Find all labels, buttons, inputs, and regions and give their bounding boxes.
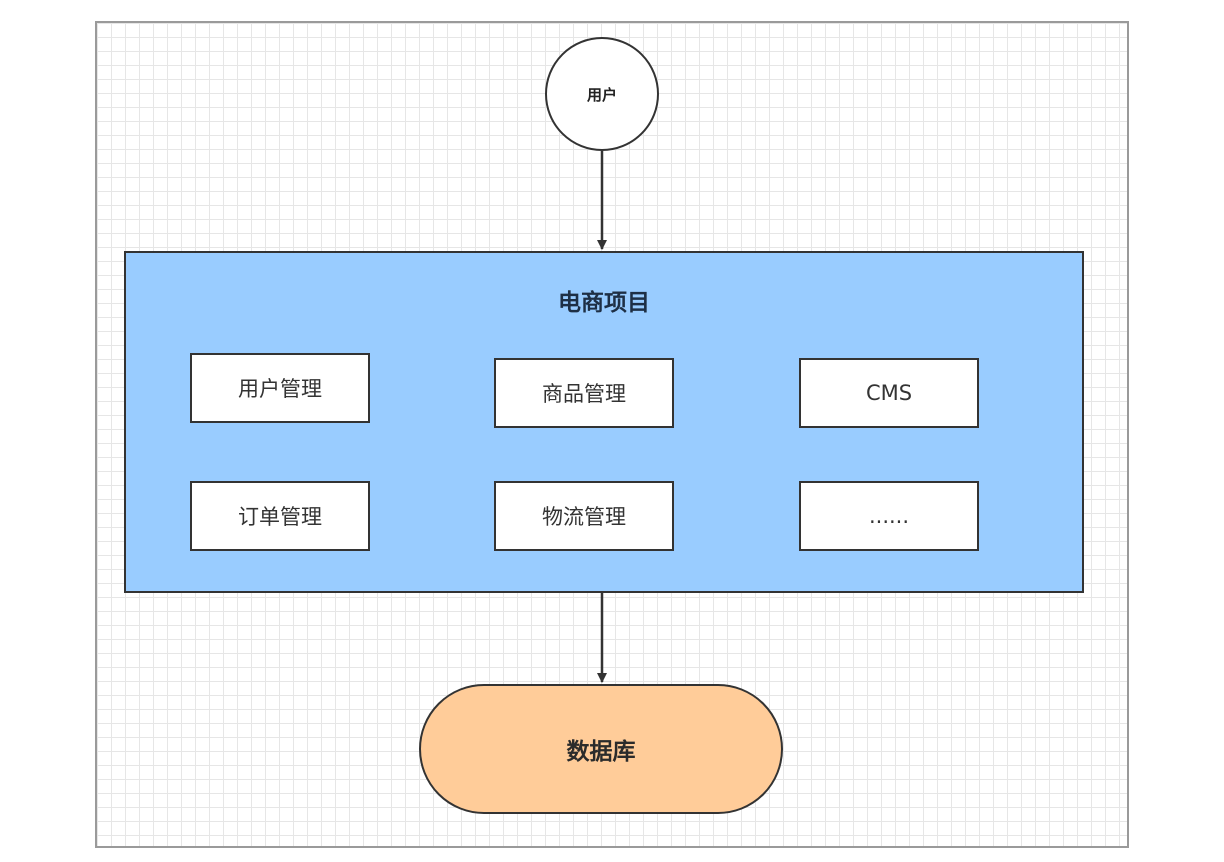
- module-user-management: 用户管理: [190, 353, 370, 423]
- user-node-label: 用户: [586, 85, 617, 104]
- module-order-management: 订单管理: [190, 481, 370, 551]
- module-label: 商品管理: [542, 382, 626, 406]
- module-label: 用户管理: [238, 377, 322, 401]
- module-label: ......: [868, 504, 910, 528]
- module-label: 物流管理: [542, 505, 626, 529]
- module-logistics-management: 物流管理: [494, 481, 674, 551]
- module-label: 订单管理: [238, 505, 322, 529]
- module-more: ......: [799, 481, 979, 551]
- module-label: CMS: [865, 381, 913, 405]
- project-title: 电商项目: [558, 290, 650, 316]
- module-cms: CMS: [799, 358, 979, 428]
- database-node-label: 数据库: [566, 739, 636, 765]
- database-node: 数据库: [419, 684, 783, 814]
- project-container: 电商项目 用户管理 商品管理 CMS 订单管理 物流管理 ......: [124, 251, 1084, 593]
- module-product-management: 商品管理: [494, 358, 674, 428]
- user-node: 用户: [545, 37, 659, 151]
- diagram-canvas: 用户 电商项目 用户管理 商品管理 CMS 订单管理 物流管理 ...... 数…: [95, 21, 1129, 848]
